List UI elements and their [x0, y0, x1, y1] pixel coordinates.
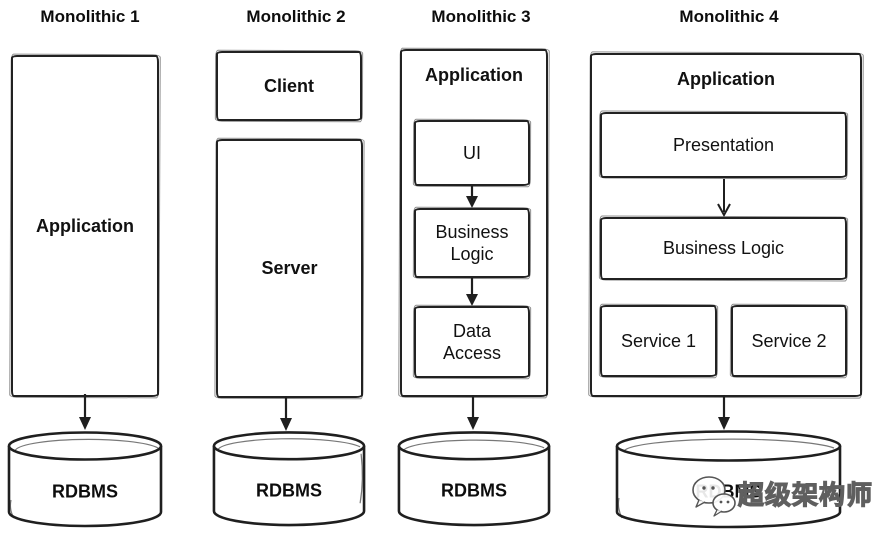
- application-box-1: Application: [11, 55, 159, 397]
- data-access-label: Data Access: [442, 320, 502, 364]
- data-access-box: Data Access: [414, 306, 530, 378]
- down-arrow-icon: [466, 186, 478, 208]
- database-cylinder-1: RDBMS: [5, 430, 165, 528]
- presentation-box: Presentation: [600, 112, 847, 178]
- cylinder-shape: [612, 428, 845, 529]
- business-logic-label: Business Logic: [662, 238, 785, 259]
- watermark: 超级架构师: [686, 464, 874, 526]
- column-title-monolithic-1: Monolithic 1: [40, 7, 140, 26]
- database-cylinder-4: RDBMS: [612, 428, 845, 529]
- chat-bubbles-icon: [692, 476, 736, 517]
- service-2-label: Service 2: [751, 330, 827, 351]
- down-arrow-icon: [466, 278, 478, 306]
- client-label: Client: [263, 75, 314, 96]
- down-arrow-icon: [280, 396, 292, 431]
- application-label: Application: [677, 69, 775, 89]
- cylinder-shape: [210, 430, 368, 527]
- presentation-label: Presentation: [672, 134, 775, 155]
- database-cylinder-3: RDBMS: [395, 430, 553, 527]
- client-box: Client: [216, 51, 362, 121]
- column-title-monolithic-4: Monolithic 4: [679, 7, 779, 26]
- ui-box: UI: [414, 120, 530, 186]
- database-cylinder-2: RDBMS: [210, 430, 368, 527]
- database-label: RDBMS: [256, 480, 322, 501]
- service-1-box: Service 1: [600, 305, 717, 377]
- business-logic-box-4: Business Logic: [600, 217, 847, 280]
- application-label: Application: [36, 215, 134, 236]
- column-title-monolithic-3: Monolithic 3: [431, 7, 531, 26]
- server-label: Server: [261, 258, 318, 279]
- cylinder-shape: [5, 430, 165, 528]
- database-label: RDBMS: [52, 481, 118, 502]
- service-1-label: Service 1: [620, 330, 697, 351]
- application-label: Application: [425, 65, 523, 85]
- ui-label: UI: [463, 142, 481, 163]
- column-title-monolithic-2: Monolithic 2: [246, 7, 346, 26]
- database-label: RDBMS: [441, 480, 507, 501]
- service-2-box: Service 2: [731, 305, 847, 377]
- down-arrow-icon: [79, 394, 91, 430]
- down-arrow-icon: [718, 395, 730, 430]
- business-logic-box-3: Business Logic: [414, 208, 530, 278]
- business-logic-label: Business Logic: [435, 221, 509, 265]
- down-arrow-icon: [467, 395, 479, 430]
- down-arrow-icon: [717, 179, 731, 217]
- server-box: Server: [216, 139, 363, 398]
- cylinder-shape: [395, 430, 553, 527]
- watermark-text: 超级架构师: [737, 479, 874, 510]
